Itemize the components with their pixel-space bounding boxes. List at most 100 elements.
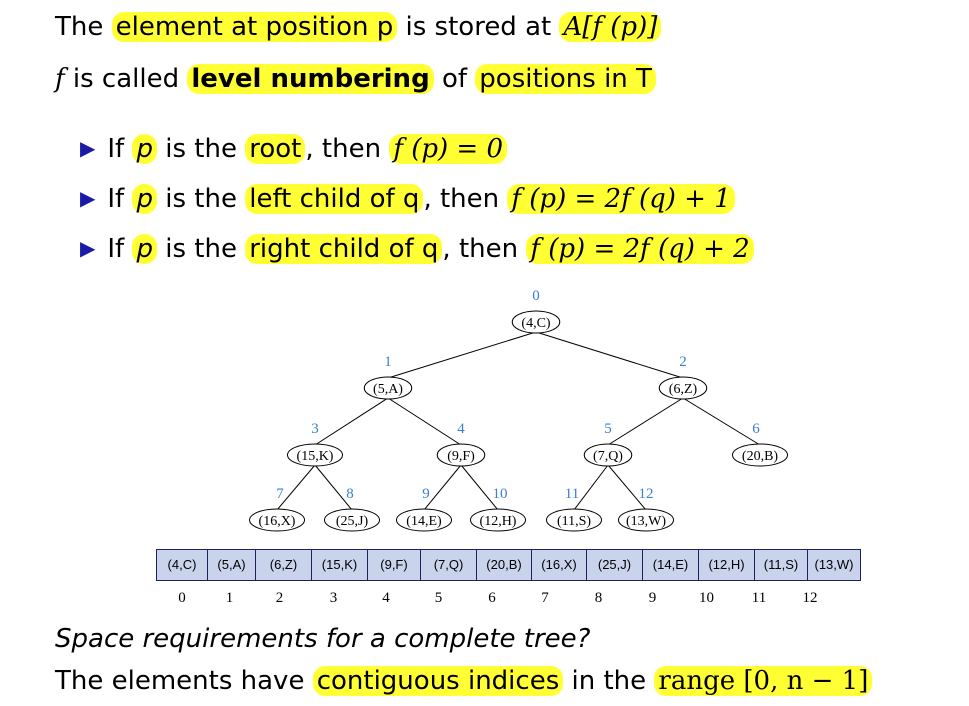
tree-node-label: (5,A) (373, 382, 403, 397)
tree-node-index: 1 (384, 354, 392, 370)
rule-mid: is the (157, 234, 246, 264)
tree-node-label: (15,K) (297, 449, 334, 464)
rule-formula: f (p) = 2f (q) + 2 (526, 234, 754, 264)
array-cell: (15,K) (311, 549, 368, 581)
tree-node: (15,K) 3 (287, 421, 343, 467)
header-line-2: f is called level numbering of positions… (55, 62, 656, 96)
array-index: 10 (699, 590, 714, 606)
tree-node-index: 3 (311, 421, 319, 437)
tree-node-index: 7 (276, 486, 284, 502)
tree-node-label: (9,F) (447, 449, 475, 464)
tree-node: (16,X) 7 (249, 486, 305, 532)
bullet-triangle-icon: ▶ (80, 186, 96, 210)
level-numbering-array: (4,C)(5,A)(6,Z)(15,K)(9,F)(7,Q)(20,B)(16… (156, 549, 861, 581)
rule-mid: is the (157, 134, 246, 164)
tree-node-label: (14,E) (406, 514, 442, 529)
array-index: 8 (594, 590, 603, 606)
tree-node-index: 8 (346, 486, 354, 502)
tree-node-index: 4 (457, 421, 465, 437)
space-question: Space requirements for a complete tree? (55, 624, 591, 654)
tree-edge (314, 464, 353, 511)
tree-node-ellipse (732, 443, 788, 467)
tree-node: (7,Q) 5 (583, 421, 633, 467)
tree-edge (314, 397, 389, 446)
tree-edge (607, 397, 684, 446)
tree-node-ellipse (583, 443, 633, 467)
array-cell: (13,W) (807, 549, 861, 581)
highlight-level-numbering: level numbering (187, 64, 434, 94)
rule-highlight: root (245, 134, 306, 164)
header-line1-mid: is stored at (397, 12, 560, 42)
tree-node: (13,W)12 (618, 486, 674, 532)
tree-node-label: (11,S) (557, 514, 591, 529)
array-index: 6 (488, 590, 496, 606)
tree-node-label: (7,Q) (593, 449, 623, 464)
header-line1-pre: The (55, 12, 112, 42)
header-line2-mid: of (433, 64, 476, 94)
tree-node: (14,E)9 (396, 486, 452, 532)
array-cell: (4,C) (156, 549, 208, 581)
array-index: 7 (541, 590, 549, 606)
tree-edge (573, 464, 609, 511)
tree-node-label: (12,H) (480, 514, 517, 529)
array-index: 9 (648, 590, 657, 606)
tree-node: (5,A) 1 (363, 354, 413, 400)
tree-node-ellipse (396, 508, 452, 532)
rule-right-child: ▶If p is the right child of q, then f (p… (80, 232, 754, 267)
array-cell: (20,B) (476, 549, 532, 581)
highlight-contiguous: contiguous indices (312, 666, 564, 696)
tree-edge (607, 464, 647, 511)
array-cell: (16,X) (531, 549, 587, 581)
footer-pre: The elements have (55, 666, 313, 696)
rule-p: p (132, 234, 157, 264)
rule-root: ▶If p is the root, then f (p) = 0 (80, 132, 754, 167)
tree-edge (682, 397, 761, 446)
tree-nodes: (4,C)0 (5,A) 1 (6,Z)2 (15,K) 3 (9,F) 4 (7,Q) 5 (20… (249, 288, 788, 532)
array-index: 4 (382, 590, 390, 606)
highlight-positions: positions in T (475, 64, 656, 94)
tree-node-ellipse (249, 508, 305, 532)
tree-edges (276, 331, 761, 511)
tree-node-label: (16,X) (259, 514, 296, 529)
tree-edge (423, 464, 462, 511)
array-cell: (14,E) (642, 549, 699, 581)
header-line2-f: f (55, 64, 65, 94)
tree-edge (460, 464, 499, 511)
tree-node-index: 12 (639, 486, 654, 502)
tree-node-label: (20,B) (742, 449, 779, 464)
rule-pre: If (107, 234, 133, 264)
array-cell: (12,H) (698, 549, 755, 581)
tree-node-index: 5 (604, 421, 612, 437)
rule-p: p (132, 184, 157, 214)
tree-node-ellipse (470, 508, 526, 532)
tree-node: (4,C)0 (511, 288, 561, 334)
tree-edge (387, 331, 537, 379)
array-index: 2 (275, 590, 284, 606)
rule-left-child: ▶If p is the left child of q, then f (p)… (80, 182, 754, 217)
tree-node: (9,F) 4 (436, 421, 486, 467)
tree-node-ellipse (287, 443, 343, 467)
array-cell: (7,Q) (420, 549, 477, 581)
tree-node-ellipse (436, 443, 486, 467)
tree-node-index: 11 (565, 486, 579, 502)
tree-node: (6,Z)2 (658, 354, 708, 400)
footer-line: The elements have contiguous indices in … (55, 664, 873, 698)
rule-post: , then (442, 234, 527, 264)
array-index: 11 (751, 590, 767, 606)
highlight-range: range [0, n − 1] (654, 666, 873, 696)
rule-formula: f (p) = 2f (q) + 1 (507, 184, 735, 214)
array-cell: (11,S) (754, 549, 808, 581)
tree-node-index: 2 (679, 354, 687, 370)
tree-node-ellipse (658, 376, 708, 400)
tree-edge (276, 464, 316, 511)
rule-pre: If (107, 134, 133, 164)
tree-node: (20,B) 6 (732, 421, 788, 467)
tree-edge (387, 397, 462, 446)
bullet-triangle-icon: ▶ (80, 136, 96, 160)
tree-node-label: (4,C) (521, 316, 551, 331)
rule-formula: f (p) = 0 (389, 134, 508, 164)
array-cell: (9,F) (367, 549, 421, 581)
tree-node-index: 6 (752, 421, 760, 437)
tree-node-ellipse (618, 508, 674, 532)
array-index: 12 (802, 590, 818, 606)
